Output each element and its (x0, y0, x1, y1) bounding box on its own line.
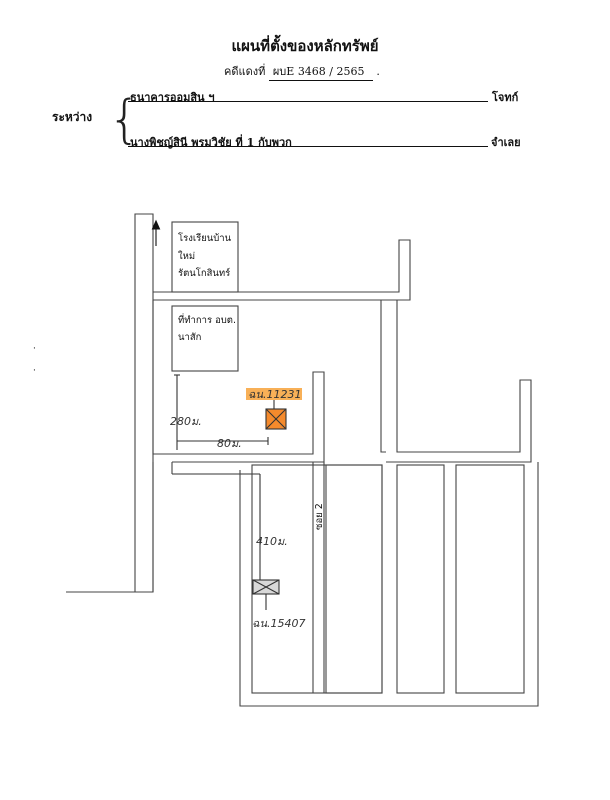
east-road-2 (386, 300, 532, 463)
school-label-3: รัตนโกสินทร์ (178, 267, 230, 279)
page-title: แผนที่ตั้งของหลักทรัพย์ (231, 37, 379, 55)
dist-280-label: 280ม. (170, 415, 202, 428)
plaintiff-name: ธนาคารออมสิน ฯ (130, 91, 215, 104)
soi-2-road (312, 462, 325, 693)
case-number-line: คดีแดงที่ ผบE 3468 / 2565 . (224, 62, 380, 81)
lower-block-2 (325, 464, 383, 694)
soi-2-label: ซอย 2 (314, 503, 325, 530)
parcel-1-label: ฉน.11231 (248, 388, 302, 401)
defendant-name: นางพิชญ์สินี พรมวิชัย ที่ 1 กับพวก (130, 136, 292, 149)
margin-mark: · (33, 366, 36, 376)
parcel-2-label: ฉน.15407 (252, 617, 306, 630)
lower-block-1 (251, 464, 383, 694)
between-label: ระหว่าง (52, 110, 93, 124)
case-number-suffix: . (376, 65, 380, 78)
office-label-2: นาสัก (178, 332, 202, 343)
outer-road (239, 462, 539, 707)
office-block (171, 305, 239, 372)
north-arrow-icon (151, 219, 161, 246)
party-brace: { (108, 90, 142, 150)
case-number-value: ผบE 3468 / 2565 (268, 62, 373, 81)
parcel-1-highlight (246, 388, 302, 400)
east-road-1 (380, 300, 386, 453)
defendant-underline (128, 146, 488, 147)
defendant-role: จำเลย (491, 136, 521, 149)
parcel-2-marker (252, 579, 280, 595)
main-road (66, 213, 154, 593)
case-number-label: คดีแดงที่ (224, 65, 266, 78)
lower-block-4 (455, 464, 525, 694)
parcel-1-marker (265, 408, 287, 430)
plaintiff-role: โจทก์ (492, 91, 519, 104)
upper-road (153, 239, 411, 301)
office-label-1: ที่ทำการ อบต. (178, 313, 236, 326)
dist-80-label: 80ม. (217, 437, 242, 450)
margin-mark: · (33, 344, 36, 354)
school-label-2: ใหม่ (178, 250, 195, 262)
dist-410-label: 410ม. (256, 535, 288, 548)
plaintiff-underline (128, 101, 488, 102)
lower-block-3 (396, 464, 445, 694)
school-label-1: โรงเรียนบ้าน (178, 232, 232, 244)
